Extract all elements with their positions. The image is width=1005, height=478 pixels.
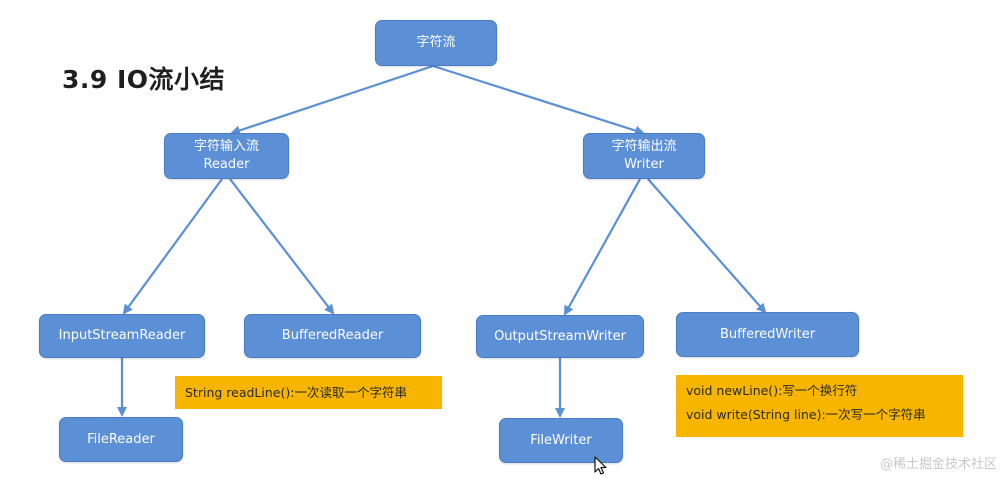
node-label: BufferedWriter [719, 326, 816, 342]
node-reader: 字符输入流 Reader [164, 133, 289, 179]
watermark: @稀土掘金技术社区 [879, 457, 997, 472]
node-bufferedwriter: BufferedWriter [676, 312, 859, 357]
note-line: String readLine():一次读取一个字符串 [185, 385, 407, 400]
note-bufferedwriter-methods: void newLine():写一个换行符 void write(String … [676, 375, 963, 437]
node-label-line1: 字符输出流 [611, 139, 677, 154]
note-line: void newLine():写一个换行符 [686, 383, 858, 398]
node-label: InputStreamReader [58, 328, 186, 343]
node-filereader: FileReader [59, 417, 183, 462]
node-char-stream: 字符流 [375, 20, 497, 66]
note-bufferedreader-method: String readLine():一次读取一个字符串 [175, 376, 442, 409]
node-label: FileWriter [530, 432, 592, 448]
arrow-reader-to-bufferedreader [229, 178, 335, 315]
note-line: void write(String line):一次写一个字符串 [686, 407, 926, 422]
arrow-root-to-writer [432, 64, 645, 136]
node-label: FileReader [87, 431, 155, 447]
arrow-reader-to-inputstreamreader [122, 178, 223, 315]
node-label: OutputStreamWriter [494, 328, 626, 344]
node-label-line2: Reader [203, 157, 250, 172]
node-inputstreamreader: InputStreamReader [39, 314, 205, 358]
arrow-root-to-reader [230, 64, 434, 136]
node-writer: 字符输出流 Writer [583, 133, 705, 179]
node-label: BufferedReader [281, 328, 384, 343]
node-label: 字符流 [416, 35, 456, 50]
node-label-line1: 字符输入流 [193, 139, 259, 154]
arrow-writer-to-outputstreamwriter [564, 178, 641, 316]
node-outputstreamwriter: OutputStreamWriter [476, 315, 644, 358]
node-filewriter: FileWriter [499, 418, 623, 463]
mouse-cursor-icon [594, 456, 607, 475]
node-bufferedreader: BufferedReader [244, 314, 421, 358]
page-title: 3.9 IO流小结 [62, 65, 226, 94]
node-label-line2: Writer [624, 157, 664, 172]
arrow-writer-to-bufferedwriter [647, 178, 767, 314]
